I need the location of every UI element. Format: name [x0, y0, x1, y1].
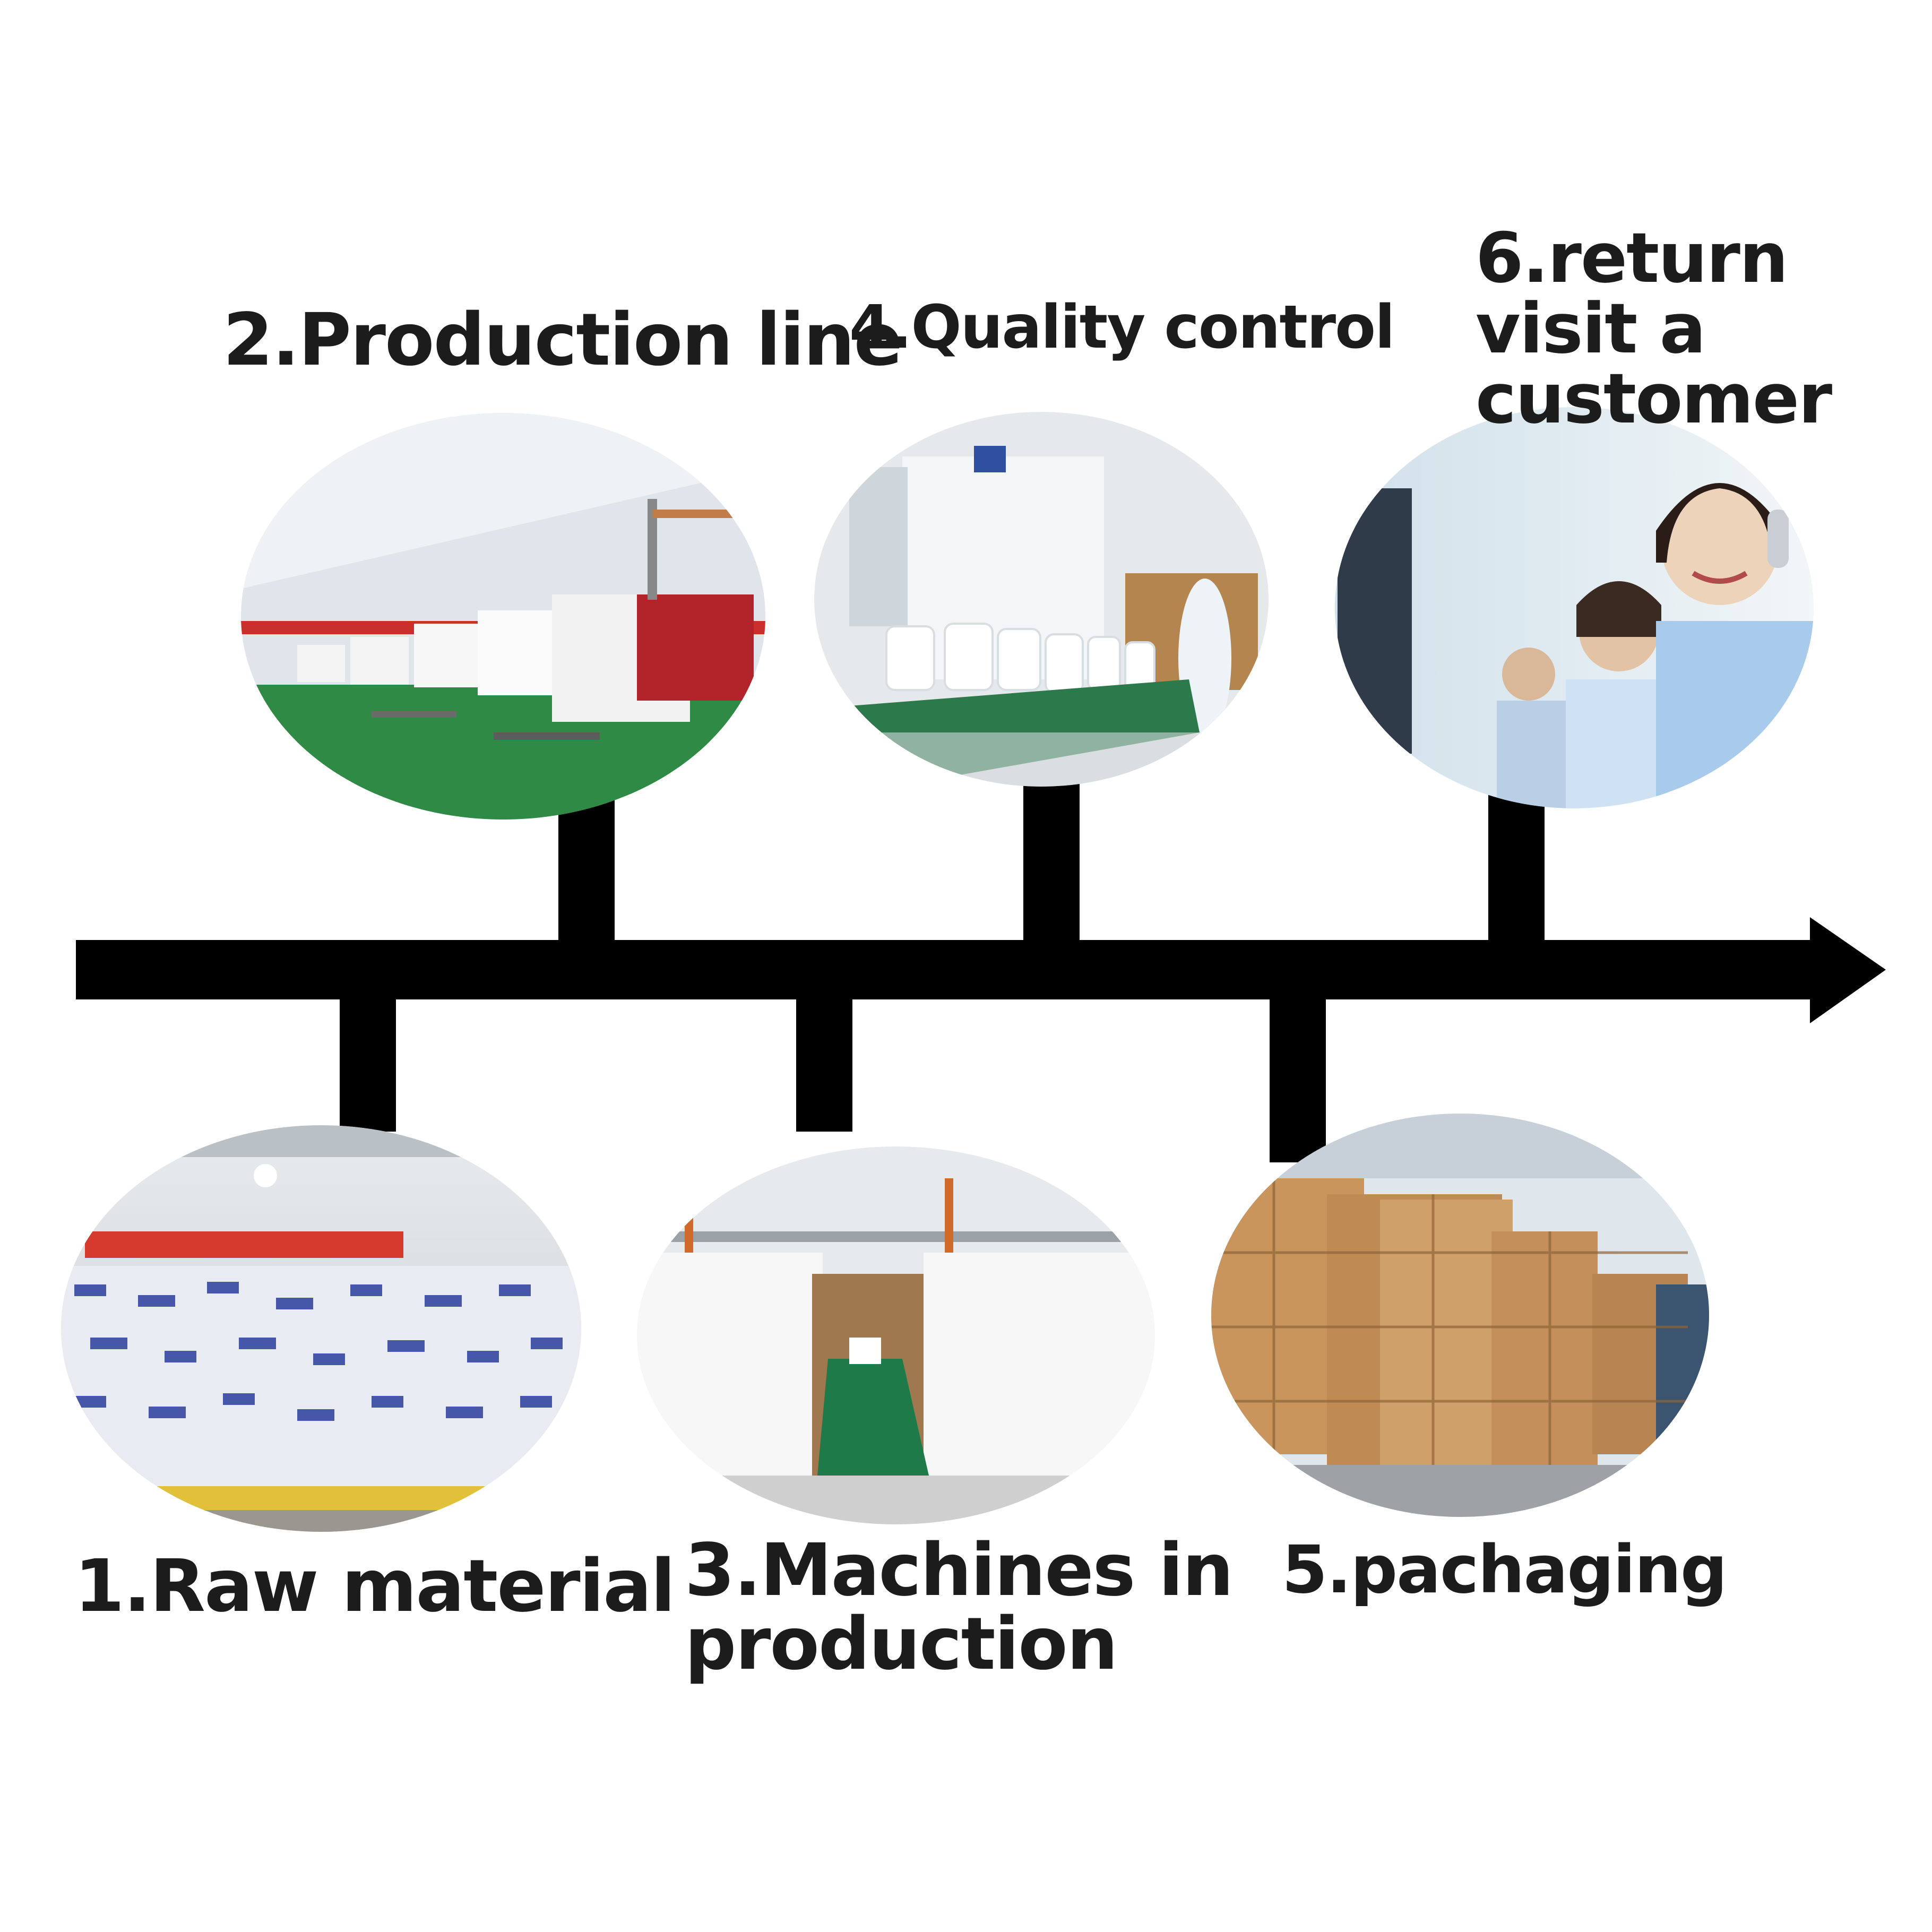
step-1-label-line: 1.Raw material [74, 1545, 676, 1628]
machines-photo [637, 1146, 1155, 1524]
step-3-label-line-1: 3.Machines in [685, 1529, 1234, 1612]
packaging-warehouse-photo [1211, 1114, 1709, 1517]
step-6-label-line-3: customer [1476, 358, 1832, 439]
step-5-label: 5.pachaging [1282, 1532, 1728, 1608]
step-5-label-line: 5.pachaging [1282, 1532, 1728, 1608]
step-2-label-line: 2.Production line [223, 298, 903, 382]
step-1-label: 1.Raw material [74, 1545, 676, 1628]
step-6-label-line-2: visit a [1476, 288, 1706, 369]
production-line-photo [241, 413, 765, 820]
customer-service-photo [1335, 407, 1814, 808]
quality-control-photo [814, 412, 1269, 787]
raw-material-sacks-photo [61, 1125, 581, 1532]
step-4-label: 4.Quality control [849, 293, 1395, 362]
step-3-label: 3.Machines in production [685, 1529, 1234, 1686]
step-6-label-line-1: 6.return [1476, 218, 1788, 298]
step-6-label: 6.return visit a customer [1476, 218, 1832, 439]
step-3-label-line-2: production [685, 1602, 1118, 1686]
step-2-label: 2.Production line [223, 298, 903, 382]
step-4-label-line: 4.Quality control [849, 293, 1395, 362]
timeline-connectors [340, 772, 1545, 1162]
